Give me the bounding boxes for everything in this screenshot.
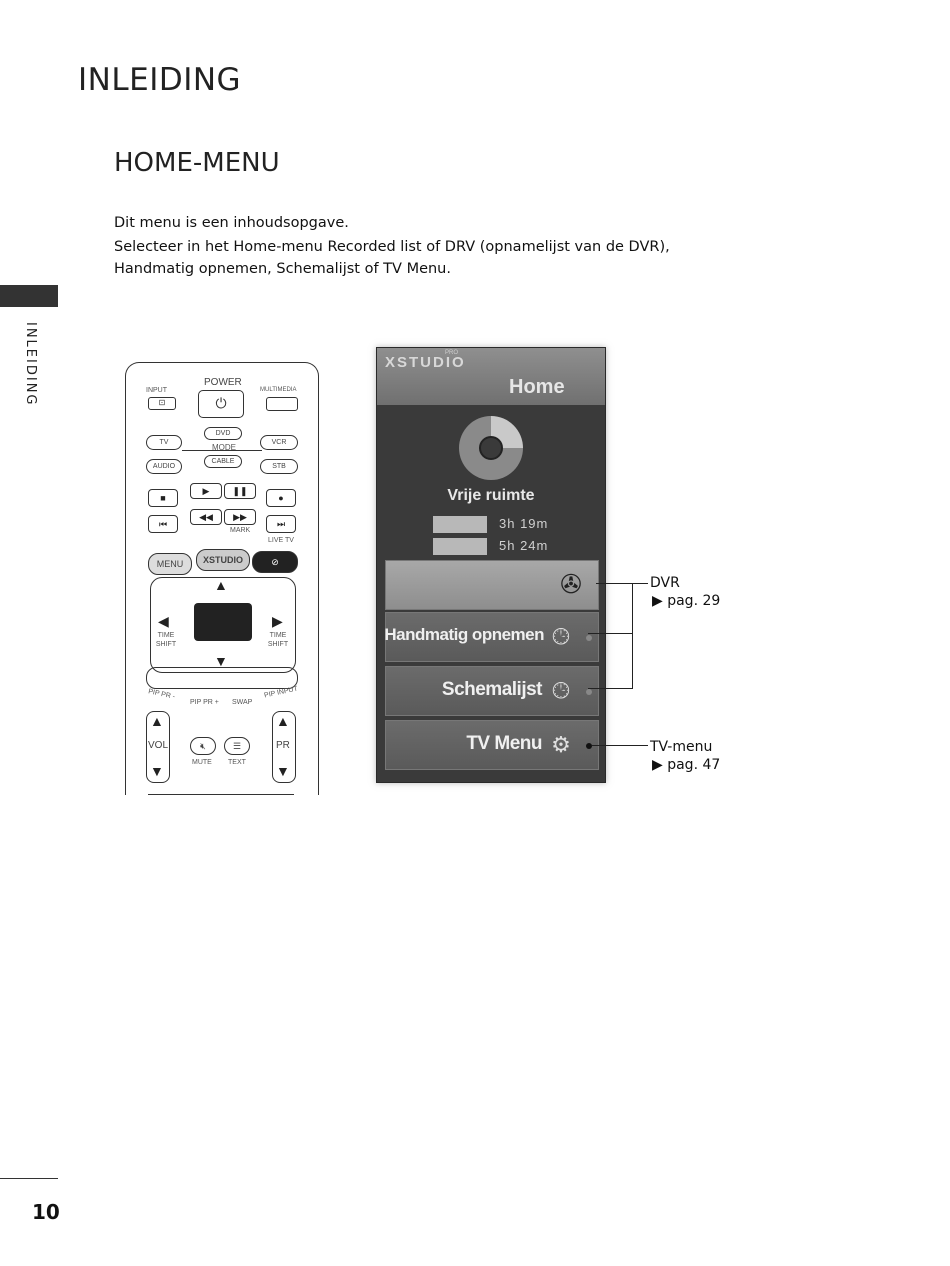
volume-up-icon[interactable]: ▲ — [150, 713, 164, 729]
dvd-button[interactable]: DVD — [204, 427, 242, 440]
record-button[interactable]: ● — [266, 489, 296, 507]
time-shift-right-label: TIME SHIFT — [267, 632, 289, 648]
multimedia-button[interactable] — [266, 397, 298, 411]
program-up-icon[interactable]: ▲ — [276, 713, 290, 729]
text-label: TEXT — [228, 759, 246, 766]
dvr-page-ref[interactable]: ▶ pag. 29 — [652, 593, 721, 609]
nav-pad — [150, 577, 296, 673]
stop-button[interactable]: ■ — [148, 489, 178, 507]
side-tab-marker — [0, 285, 58, 307]
quality-bar-1 — [433, 516, 487, 533]
multimedia-label: MULTIMEDIA — [260, 387, 297, 393]
down-arrow-icon[interactable]: ▼ — [214, 653, 228, 669]
skip-back-button[interactable]: ⏮ — [148, 515, 178, 533]
home-title: Home — [509, 376, 565, 398]
home-menu-screen: XSTUDIO PRO Home Vrije ruimte 3h 19m 5h … — [376, 347, 606, 783]
mute-button[interactable]: 🔇︎ — [190, 737, 216, 755]
pr-label: PR — [276, 740, 290, 751]
power-label: POWER — [204, 377, 242, 388]
schedule-label: Schemalijst — [441, 679, 543, 700]
mark-label: MARK — [230, 527, 251, 534]
menu-dot — [586, 635, 592, 641]
sub-title: HOME-MENU — [114, 148, 280, 178]
intro-line-2: Selecteer in het Home-menu Recorded list… — [114, 239, 670, 277]
dvr-bracket-line — [632, 583, 633, 689]
volume-rocker[interactable] — [146, 711, 170, 783]
page-number-rule — [0, 1178, 58, 1179]
tv-button[interactable]: TV — [146, 435, 182, 450]
input-button[interactable]: ⊡ — [148, 397, 176, 410]
live-tv-label: LIVE TV — [268, 537, 294, 544]
skip-forward-button[interactable]: ⏭ — [266, 515, 296, 533]
duration-1: 3h 19m — [499, 516, 549, 531]
exit-button[interactable]: ⊘ — [252, 551, 298, 573]
xstudio-button[interactable]: XSTUDIO — [196, 549, 250, 571]
up-arrow-icon[interactable]: ▲ — [214, 577, 228, 593]
input-label: INPUT — [146, 387, 167, 394]
ok-button[interactable] — [194, 603, 252, 641]
power-button[interactable]: ⏻ — [198, 390, 244, 418]
pip-pr-minus-label: PIP PR - — [147, 688, 176, 701]
swap-label: SWAP — [232, 699, 253, 706]
xstudio-logo: XSTUDIO — [385, 354, 466, 371]
cable-button[interactable]: CABLE — [204, 455, 242, 468]
mode-label: MODE — [212, 443, 236, 452]
play-button[interactable]: ▶ — [190, 483, 222, 499]
menu-dot — [586, 689, 592, 695]
right-arrow-icon[interactable]: ▶ — [272, 613, 283, 629]
manual-record-leader-line — [588, 633, 633, 634]
vol-label: VOL — [148, 740, 169, 751]
forward-button[interactable]: ▶▶ — [224, 509, 256, 525]
program-rocker[interactable] — [272, 711, 296, 783]
disk-usage-chart — [459, 416, 523, 480]
section-title: INLEIDING — [78, 62, 242, 98]
tv-menu-leader-line — [592, 745, 648, 746]
menu-button[interactable]: MENU — [148, 553, 192, 575]
screen-header: XSTUDIO PRO Home — [377, 348, 605, 405]
pip-pr-plus-label: PIP PR + — [190, 699, 219, 706]
clock-list-icon: 🕒︎ — [552, 678, 570, 704]
dvr-leader-line — [596, 583, 648, 584]
mute-label: MUTE — [192, 759, 212, 766]
menu-dot — [586, 743, 592, 749]
gears-icon: ⚙ — [551, 732, 571, 758]
page-number: 10 — [32, 1200, 60, 1224]
free-space-label: Vrije ruimte — [447, 487, 535, 504]
remote-control: INPUT ⊡ POWER ⏻ MULTIMEDIA DVD TV MODE V… — [125, 362, 319, 795]
program-down-icon[interactable]: ▼ — [276, 763, 290, 779]
stb-button[interactable]: STB — [260, 459, 298, 474]
rewind-button[interactable]: ◀◀ — [190, 509, 222, 525]
menu-item-tv-menu[interactable]: TV Menu ⚙ — [385, 720, 599, 770]
schedule-leader-line — [588, 688, 633, 689]
film-reel-icon: ✇ — [560, 570, 582, 600]
time-shift-left-label: TIME SHIFT — [155, 632, 177, 648]
dvr-callout-label: DVR — [650, 575, 680, 591]
vcr-button[interactable]: VCR — [260, 435, 298, 450]
remote-bottom-line — [148, 794, 294, 795]
left-arrow-icon[interactable]: ◀ — [158, 613, 169, 629]
mode-divider — [182, 450, 262, 451]
manual-record-label: Handmatig opnemen — [384, 625, 544, 644]
pip-bar[interactable] — [146, 667, 298, 689]
text-button[interactable]: ☰ — [224, 737, 250, 755]
intro-line-1: Dit menu is een inhoudsopgave. — [114, 215, 349, 231]
quality-bar-2 — [433, 538, 487, 555]
menu-item-schedule[interactable]: Schemalijst 🕒︎ — [385, 666, 599, 716]
tv-menu-label: TV Menu — [466, 733, 542, 754]
menu-item-manual-record[interactable]: Handmatig opnemen 🕒︎ — [384, 612, 599, 662]
volume-down-icon[interactable]: ▼ — [150, 763, 164, 779]
audio-button[interactable]: AUDIO — [146, 459, 182, 474]
tv-menu-page-ref[interactable]: ▶ pag. 47 — [652, 757, 721, 773]
tv-menu-callout-label: TV-menu — [650, 739, 713, 755]
brand-tag: PRO — [445, 350, 459, 356]
clock-record-icon: 🕒︎ — [552, 624, 570, 650]
menu-item-dvr[interactable]: ✇ — [385, 560, 599, 610]
side-tab-label: INLEIDING — [23, 322, 38, 407]
duration-2: 5h 24m — [499, 538, 549, 553]
pause-button[interactable]: ❚❚ — [224, 483, 256, 499]
